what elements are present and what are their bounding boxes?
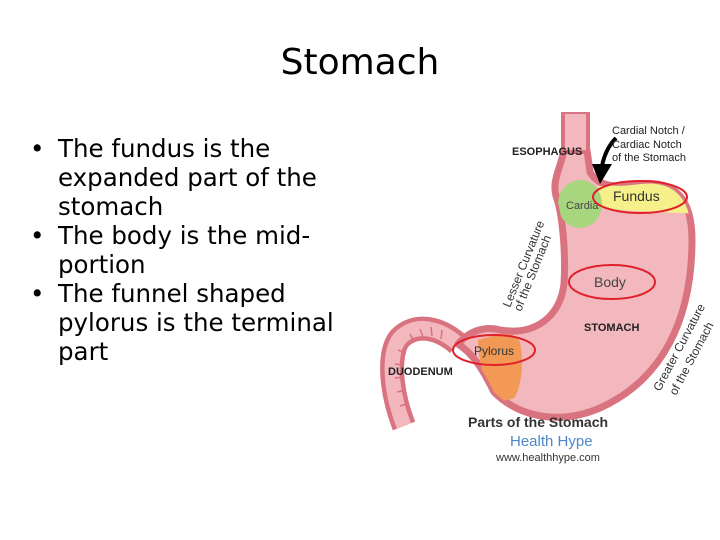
duodenum-tube-inner [384,321,463,429]
slide-title: Stomach [280,42,440,83]
label-cardial-notch-2: Cardiac Notch [612,139,682,151]
cardiac-notch-arrow [600,136,618,167]
esophagus-tube [561,112,590,154]
bullet-text-body: The body is the mid-portion [58,221,311,279]
duodenum-folds [394,326,443,407]
stomach-diagram: ESOPHAGUS Cardial Notch / Cardiac Notch … [380,112,717,464]
label-cardial-notch-3: of the Stomach [612,152,686,164]
label-stomach: STOMACH [584,322,639,334]
label-cardia: Cardia [566,200,599,212]
label-esophagus: ESOPHAGUS [512,146,582,158]
bullet-list: • The fundus is the expanded part of the … [30,134,350,366]
fundus-region [598,183,692,214]
caption-title: Parts of the Stomach [468,414,608,430]
arrow-head-icon [592,164,612,184]
label-duodenum: DUODENUM [388,366,453,378]
fundus-highlight-ring [592,180,688,214]
label-body: Body [594,274,626,290]
bullet-dot: • [30,279,45,308]
bullet-text-fundus: The fundus is the expanded part of the s… [58,134,317,221]
caption-url: www.healthhype.com [495,452,600,464]
body-highlight-ring [568,264,656,300]
bullet-text-pylorus: The funnel shaped pylorus is the termina… [58,279,334,366]
bullet-item: • The funnel shaped pylorus is the termin… [30,279,350,366]
pylorus-highlight-ring [452,334,536,366]
bullet-dot: • [30,221,45,250]
label-cardial-notch-1: Cardial Notch / [612,125,686,137]
bullet-item: • The body is the mid-portion [30,221,350,279]
label-fundus: Fundus [613,188,660,204]
label-pylorus: Pylorus [474,344,514,358]
caption-brand: Health Hype [510,433,593,450]
bullet-item: • The fundus is the expanded part of the … [30,134,350,221]
bullet-dot: • [30,134,45,163]
cardia-region [558,180,602,228]
